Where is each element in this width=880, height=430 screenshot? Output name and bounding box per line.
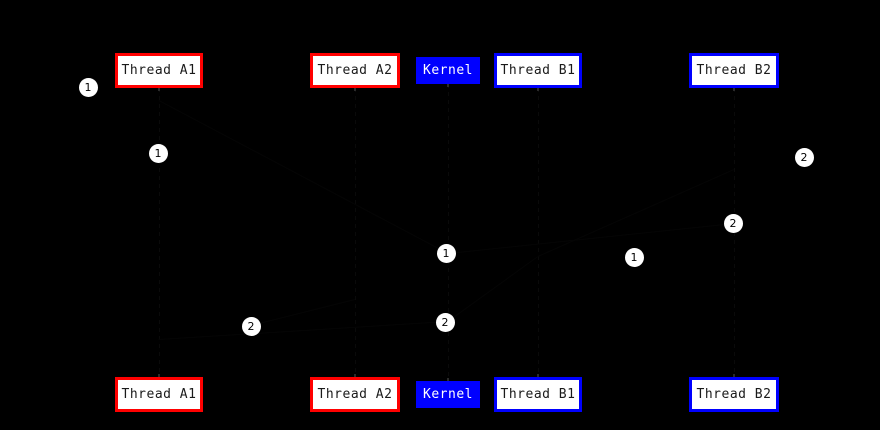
participant-thread-b2[interactable]: Thread B2 [689,53,779,88]
lifeline-thread-a2 [355,88,356,377]
participant-label: Thread B1 [500,387,576,402]
participant-label: Thread B2 [696,387,772,402]
participant-thread-a1[interactable]: Thread A1 [115,53,203,88]
lifeline-kernel-stub-top [447,84,449,87]
sequence-badge-badge-1-a: 1 [78,77,98,97]
sequence-badge-badge-1-d: 1 [624,247,644,267]
participant-label: Thread A1 [121,63,197,78]
participant-label: Thread A1 [121,387,197,402]
message-arrow-msg-5 [158,321,449,340]
message-arrow-msg-1 [158,100,448,254]
lifeline-thread-a2-stub-top [354,88,356,91]
message-arrow-msg-6 [250,299,355,326]
participant-label: Thread A2 [317,63,393,78]
participant-label: Thread B1 [500,63,576,78]
lifeline-thread-a2-stub-bottom [354,374,356,377]
sequence-badge-badge-2-a: 2 [794,147,814,167]
lifeline-thread-b2-stub-bottom [733,374,735,377]
lifeline-thread-b2 [734,88,735,377]
lifeline-thread-a1-stub-bottom [158,374,160,377]
participant-thread-a2[interactable]: Thread A2 [310,53,400,88]
lifeline-thread-b1-stub-bottom [537,374,539,377]
participant-label: Kernel [423,387,473,402]
sequence-badge-badge-1-c: 1 [436,243,456,263]
participant-kernel[interactable]: Kernel [416,57,480,84]
lifeline-thread-b1-stub-top [537,88,539,91]
participant-thread-a2-footer[interactable]: Thread A2 [310,377,400,412]
sequence-badge-badge-2-d: 2 [435,312,455,332]
participant-thread-a1-footer[interactable]: Thread A1 [115,377,203,412]
participant-kernel-footer[interactable]: Kernel [416,381,480,408]
participant-label: Kernel [423,63,473,78]
lifeline-kernel [448,84,449,381]
participant-thread-b2-footer[interactable]: Thread B2 [689,377,779,412]
message-arrow-msg-4 [447,256,538,322]
lifeline-thread-b1 [538,88,539,377]
sequence-badge-badge-1-b: 1 [148,143,168,163]
lifeline-thread-a1 [159,88,160,377]
lifeline-kernel-stub-bottom [447,378,449,381]
message-arrow-msg-2 [448,223,735,254]
lifeline-thread-b2-stub-top [733,88,735,91]
lifeline-thread-a1-stub-top [158,88,160,91]
participant-label: Thread B2 [696,63,772,78]
sequence-badge-badge-2-c: 2 [241,316,261,336]
sequence-badge-badge-2-b: 2 [723,213,743,233]
message-arrow-msg-3 [537,169,734,257]
participant-thread-b1-footer[interactable]: Thread B1 [494,377,582,412]
participant-thread-b1[interactable]: Thread B1 [494,53,582,88]
participant-label: Thread A2 [317,387,393,402]
